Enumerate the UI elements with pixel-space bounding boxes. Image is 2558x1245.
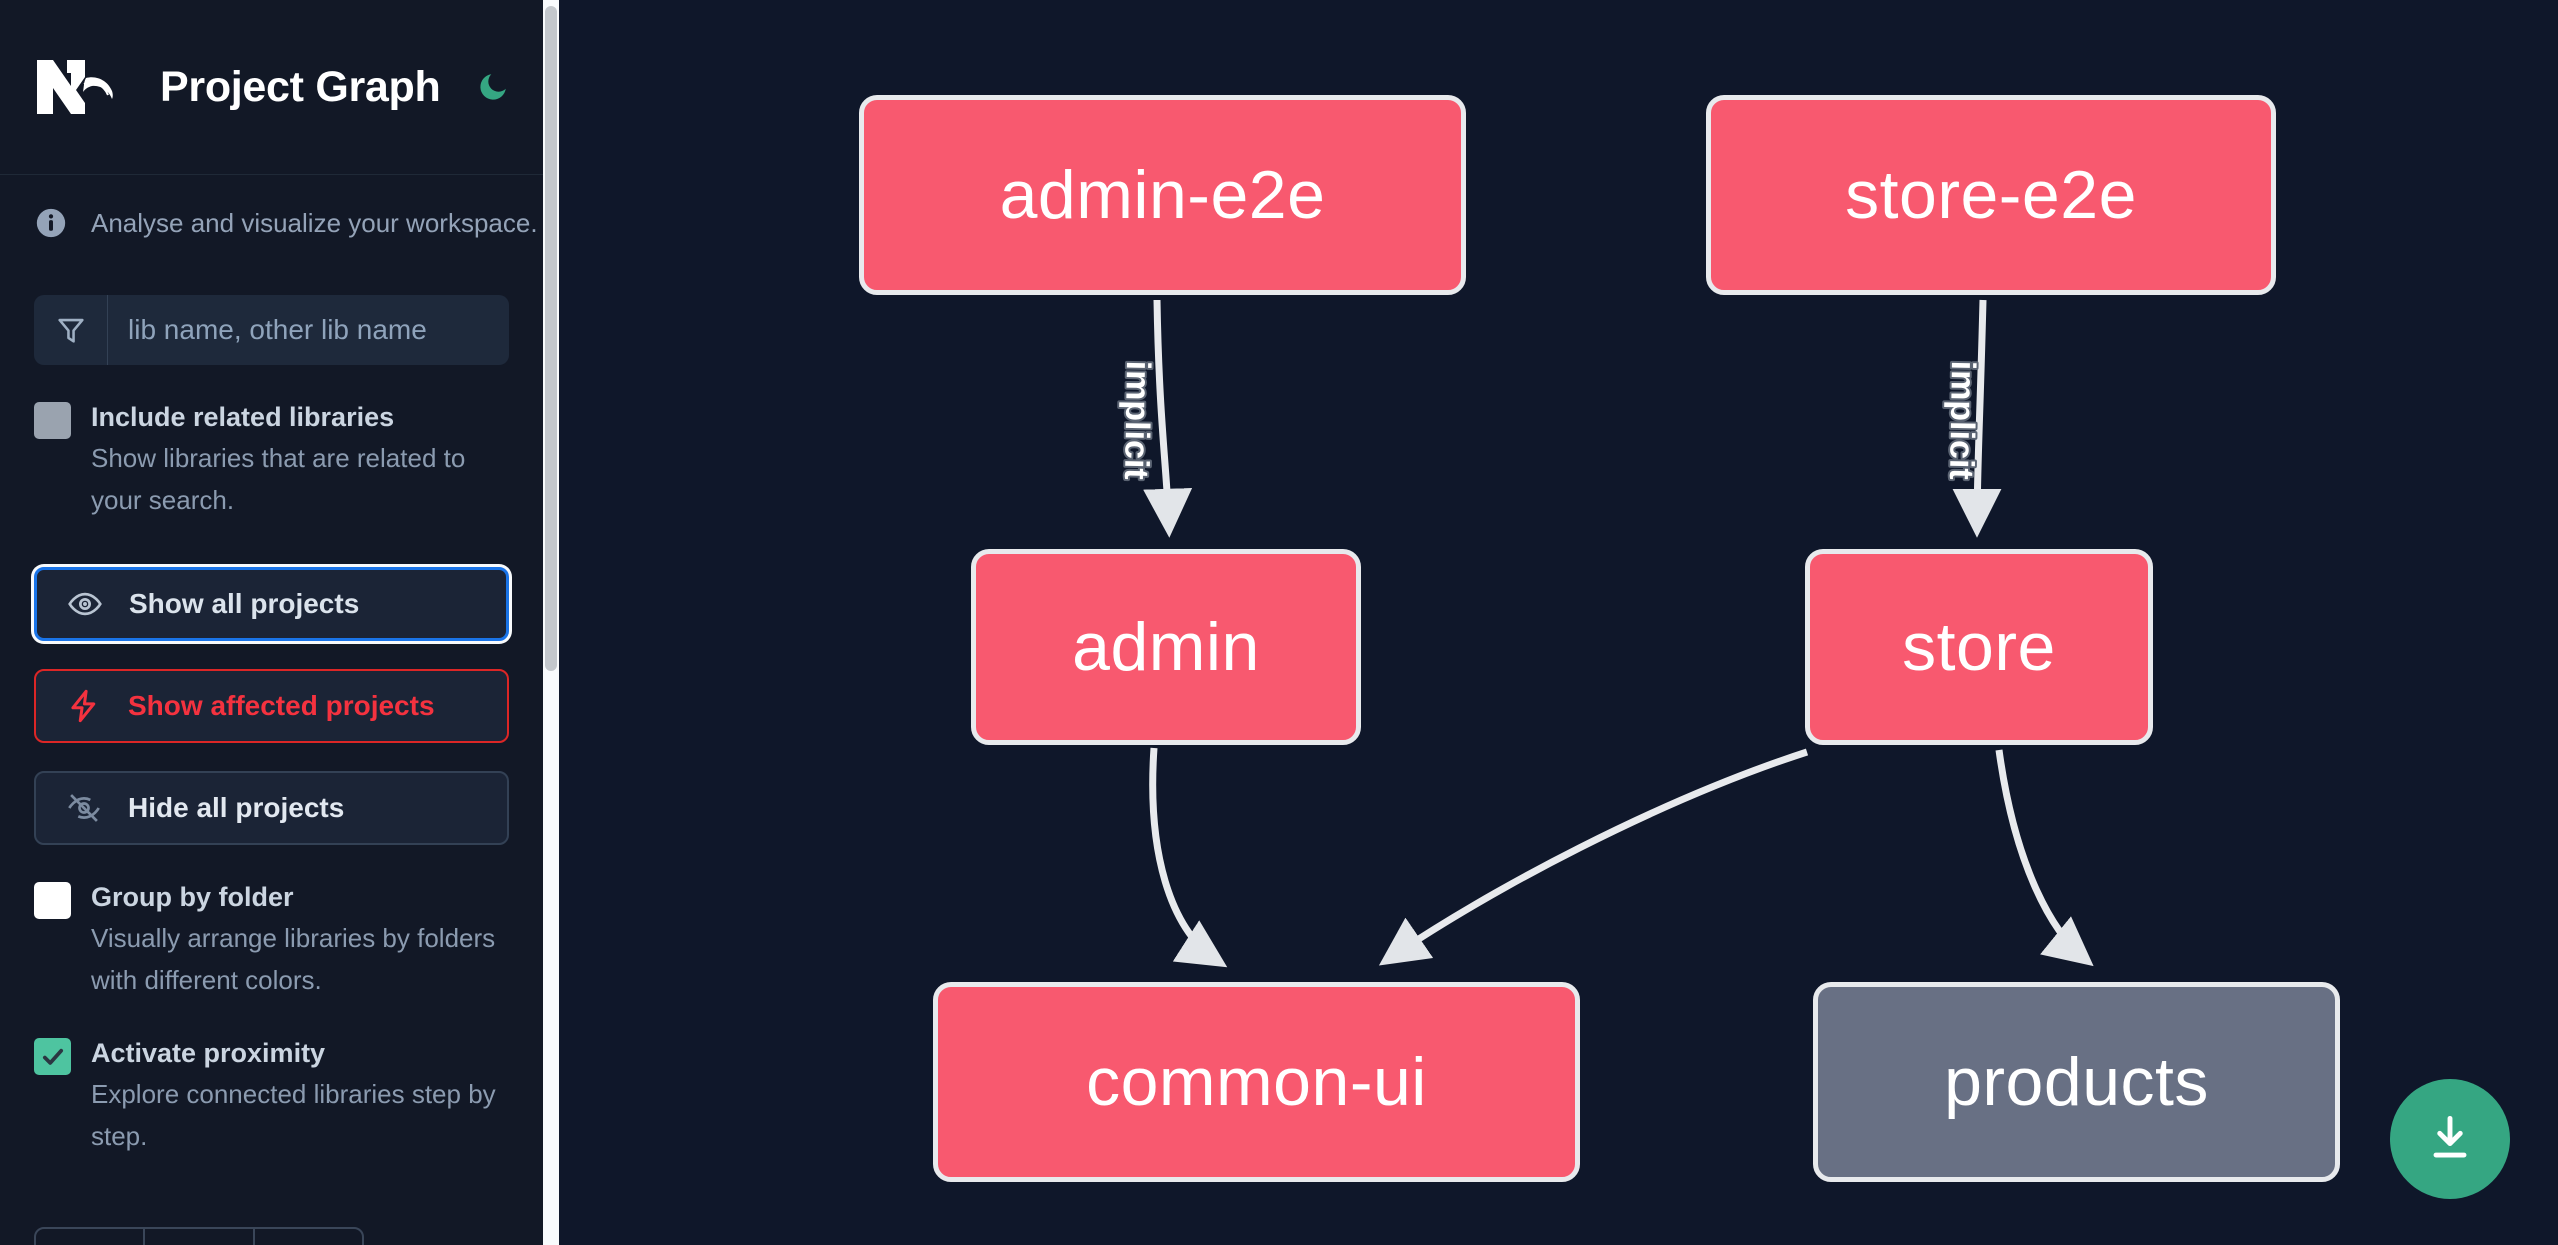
option-label: Activate proximity	[91, 1038, 326, 1068]
graph-node-admin[interactable]: admin	[971, 549, 1361, 745]
tagline-text: Analyse and visualize your workspace.	[91, 207, 538, 238]
graph-node-store[interactable]: store	[1805, 549, 2153, 745]
show-affected-projects-label: Show affected projects	[128, 690, 435, 721]
graph-node-common-ui[interactable]: common-ui	[933, 982, 1580, 1182]
edge-label-implicit-store: implicit	[1942, 360, 1982, 480]
option-label: Group by folder	[91, 882, 294, 912]
download-graph-button[interactable]	[2390, 1079, 2510, 1199]
graph-node-products[interactable]: products	[1813, 982, 2340, 1182]
activate-proximity-checkbox[interactable]	[34, 1038, 71, 1075]
option-include-related-libraries[interactable]: Include related libraries Show libraries…	[0, 397, 543, 521]
eye-off-icon	[64, 788, 104, 828]
segment-2[interactable]	[145, 1229, 255, 1245]
eye-icon	[65, 584, 105, 624]
edge-label-implicit-admin: implicit	[1117, 360, 1157, 480]
project-graph-canvas[interactable]: implicit implicit admin-e2e store-e2e ad…	[559, 0, 2558, 1245]
lightning-icon	[64, 686, 104, 726]
search-row	[0, 295, 543, 365]
sidebar-tagline: Analyse and visualize your workspace.	[0, 175, 543, 271]
action-button-stack: Show all projects Show affected projects	[0, 567, 543, 845]
segment-1[interactable]	[36, 1229, 146, 1245]
group-by-folder-checkbox[interactable]	[34, 882, 71, 919]
include-related-libraries-checkbox[interactable]	[34, 402, 71, 439]
graph-node-label: admin-e2e	[999, 157, 1326, 233]
graph-node-label: products	[1944, 1044, 2209, 1120]
option-label: Include related libraries	[91, 402, 395, 432]
edge-admin-common-ui	[1149, 747, 1228, 968]
sidebar-header: Project Graph	[0, 0, 543, 175]
search-input[interactable]	[108, 295, 509, 365]
graph-node-label: admin	[1072, 609, 1260, 685]
hide-all-projects-button[interactable]: Hide all projects	[34, 771, 509, 845]
sidebar-scrollbar-thumb[interactable]	[545, 6, 557, 671]
option-description: Explore connected libraries step by step…	[91, 1079, 496, 1151]
option-activate-proximity[interactable]: Activate proximity Explore connected lib…	[0, 1033, 543, 1157]
show-all-projects-label: Show all projects	[129, 588, 360, 619]
search-box[interactable]	[34, 295, 509, 365]
sidebar-scrollbar[interactable]	[543, 0, 559, 1245]
edge-store-products	[1995, 749, 2094, 967]
option-description: Visually arrange libraries by folders wi…	[91, 923, 496, 995]
graph-edges: implicit implicit	[1115, 299, 2094, 968]
nx-logo-icon	[34, 56, 130, 118]
graph-node-label: store-e2e	[1845, 157, 2137, 233]
segmented-control[interactable]	[34, 1227, 364, 1245]
filter-icon[interactable]	[34, 295, 108, 365]
edge-store-e2e-store	[1952, 299, 2002, 538]
edge-store-common-ui	[1378, 748, 1809, 966]
page-title: Project Graph	[160, 62, 441, 111]
graph-node-label: common-ui	[1086, 1044, 1427, 1120]
download-icon	[2422, 1110, 2478, 1169]
option-group-by-folder[interactable]: Group by folder Visually arrange librari…	[0, 877, 543, 1001]
edge-admin-e2e-admin	[1143, 299, 1193, 538]
info-icon	[34, 206, 68, 240]
show-all-projects-button[interactable]: Show all projects	[34, 567, 509, 641]
graph-node-label: store	[1902, 609, 2056, 685]
show-affected-projects-button[interactable]: Show affected projects	[34, 669, 509, 743]
sidebar: Project Graph Analyse and visualize your…	[0, 0, 559, 1245]
moon-icon[interactable]	[476, 65, 510, 109]
segment-3[interactable]	[255, 1229, 362, 1245]
graph-node-admin-e2e[interactable]: admin-e2e	[859, 95, 1466, 295]
graph-node-store-e2e[interactable]: store-e2e	[1706, 95, 2276, 295]
option-description: Show libraries that are related to your …	[91, 443, 466, 515]
hide-all-projects-label: Hide all projects	[128, 792, 345, 823]
